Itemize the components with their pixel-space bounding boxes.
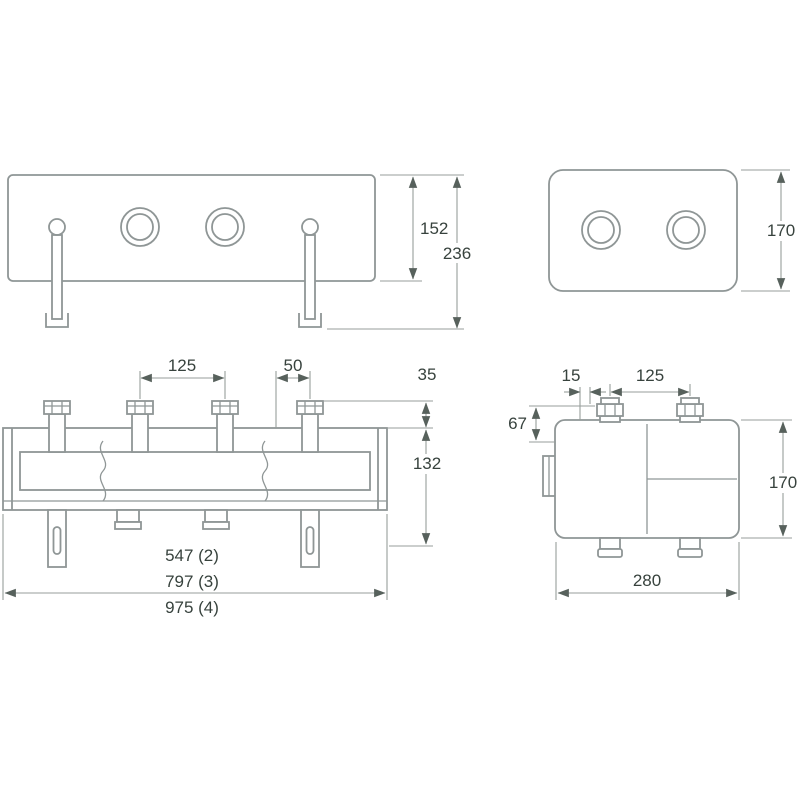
side-view-upper: [548, 169, 738, 292]
left-leg-lower-view: [47, 509, 67, 568]
port-circle-outer: [581, 210, 621, 250]
right-leg-lower-view: [300, 509, 320, 568]
manifold-chamber: [19, 451, 371, 491]
dim-label-152: 152: [420, 219, 448, 238]
dim-label-length-2: 547 (2): [165, 546, 219, 565]
bottom-cap: [597, 537, 623, 558]
bottom-stub: [114, 509, 142, 530]
port-circle-outer: [205, 207, 245, 247]
manifold-housing-front: [7, 174, 376, 282]
port-circle-outer: [120, 207, 160, 247]
dim-label-50: 50: [284, 356, 303, 375]
dim-label-125-front: 125: [168, 356, 196, 375]
top-connector-side-2: [676, 397, 704, 423]
dim-label-170-upper: 170: [767, 221, 795, 240]
dimension-labels: 152 236 170 125 50 35 132 547 (2) 797 (3…: [165, 219, 800, 617]
top-connector-4: [296, 400, 324, 453]
small-port-circle: [48, 218, 66, 236]
break-line: [99, 440, 107, 502]
manifold-housing-side: [548, 169, 738, 292]
bottom-cap: [677, 537, 703, 558]
break-line: [261, 440, 269, 502]
dimension-lines-side-lower: [529, 384, 792, 600]
dimension-lines-front-lower: [2, 371, 433, 600]
dim-label-170-lower: 170: [769, 473, 797, 492]
bottom-stub: [202, 509, 230, 530]
dim-label-length-4: 975 (4): [165, 598, 219, 617]
dim-label-15: 15: [562, 366, 581, 385]
top-connector-side-1: [596, 397, 624, 423]
dim-label-67: 67: [508, 414, 527, 433]
small-port-circle: [301, 218, 319, 236]
dim-label-35: 35: [418, 365, 437, 384]
port-circle-outer: [666, 210, 706, 250]
top-connector-2: [126, 400, 154, 453]
front-view-lower: [2, 400, 388, 568]
dim-label-236: 236: [443, 244, 471, 263]
side-view-lower: [542, 397, 740, 558]
front-view-upper: [7, 174, 376, 328]
port-circle-inner: [672, 216, 700, 244]
dim-label-280: 280: [633, 571, 661, 590]
dim-label-length-3: 797 (3): [165, 572, 219, 591]
port-circle-inner: [211, 213, 239, 241]
dim-label-132: 132: [413, 454, 441, 473]
top-connector-1: [43, 400, 71, 453]
port-circle-inner: [126, 213, 154, 241]
top-connector-3: [211, 400, 239, 453]
dim-label-125-side: 125: [636, 366, 664, 385]
port-circle-inner: [587, 216, 615, 244]
